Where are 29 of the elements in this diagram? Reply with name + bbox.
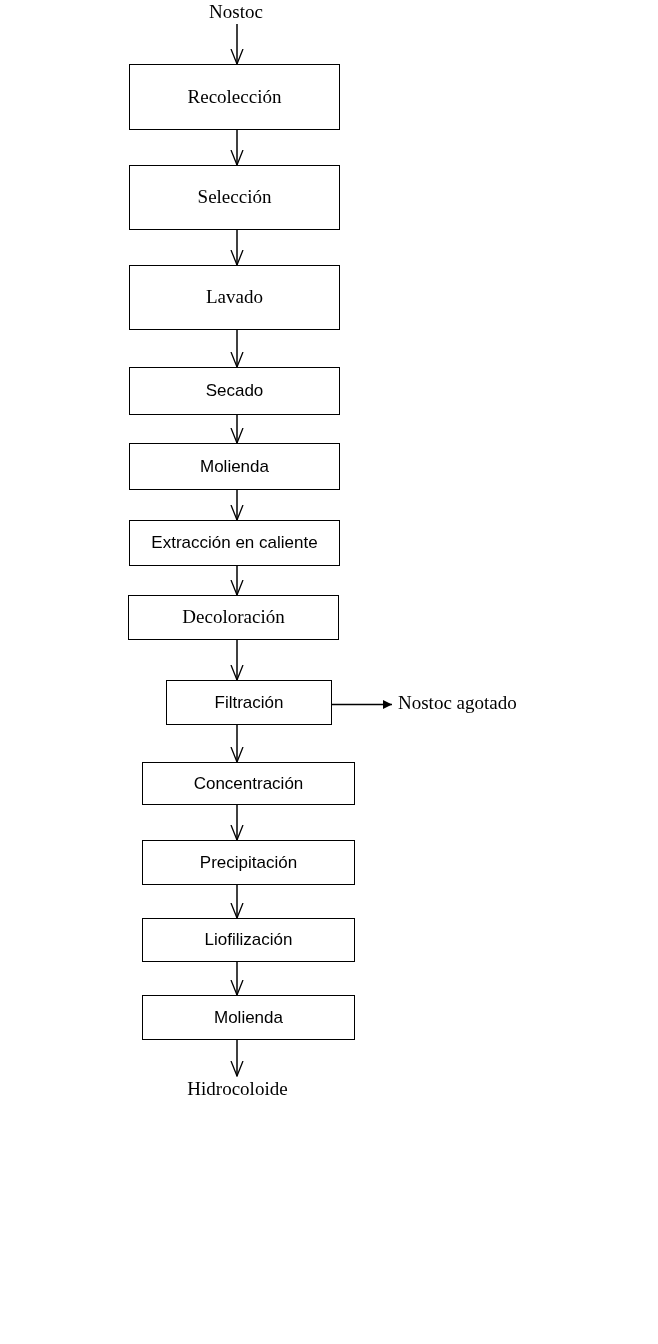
flow-label: Nostoc agotado	[398, 690, 548, 716]
arrow	[230, 961, 244, 996]
process-box: Decoloración	[128, 595, 339, 640]
arrow	[230, 489, 244, 521]
arrow	[331, 700, 393, 709]
process-box: Molienda	[142, 995, 355, 1040]
process-box: Liofilización	[142, 918, 355, 962]
flow-label: Nostoc	[196, 0, 276, 24]
process-box: Extracción en caliente	[129, 520, 340, 566]
arrow	[230, 639, 244, 681]
process-box: Lavado	[129, 265, 340, 330]
arrow	[230, 23, 244, 65]
arrow	[230, 414, 244, 444]
arrow	[230, 1039, 244, 1077]
arrow	[230, 804, 244, 841]
flow-label: Hidrocoloide	[180, 1076, 295, 1102]
process-box: Recolección	[129, 64, 340, 130]
arrow	[230, 329, 244, 368]
arrow	[230, 129, 244, 166]
arrow	[230, 565, 244, 596]
process-box: Precipitación	[142, 840, 355, 885]
process-box: Secado	[129, 367, 340, 415]
arrow	[230, 724, 244, 763]
process-box: Concentración	[142, 762, 355, 805]
process-box: Molienda	[129, 443, 340, 490]
arrow	[230, 229, 244, 266]
arrow	[230, 884, 244, 919]
process-box: Filtración	[166, 680, 332, 725]
process-box: Selección	[129, 165, 340, 230]
